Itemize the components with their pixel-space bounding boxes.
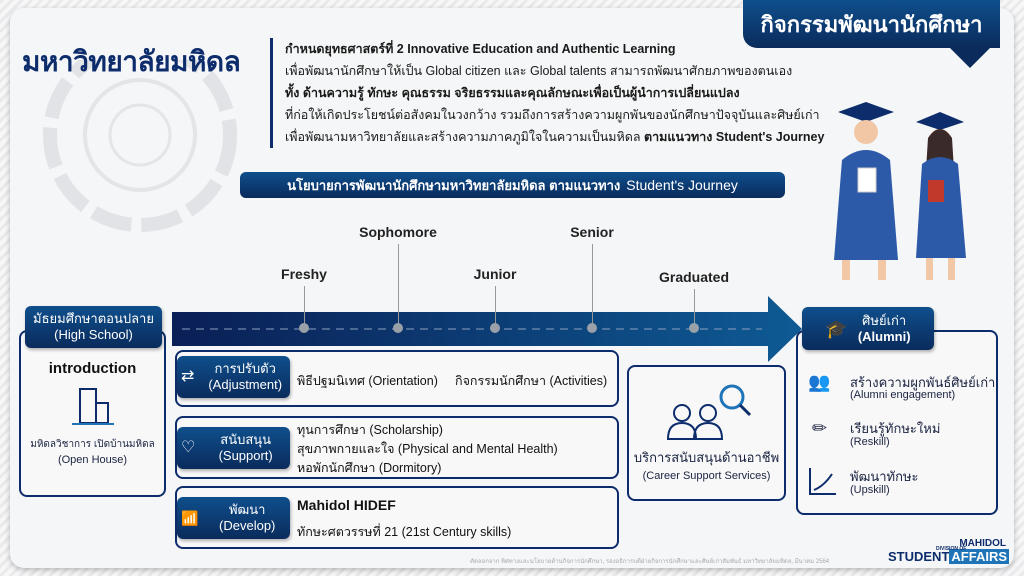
tab-english: (Adjustment) (208, 377, 283, 392)
stage-dot (689, 323, 699, 333)
graduation-cap-icon: 🎓 (825, 318, 848, 339)
develop-tab: 📶 พัฒนา(Develop) (177, 497, 290, 539)
tab-thai: มัธยมศึกษาตอนปลาย (33, 311, 154, 326)
divider (270, 38, 273, 148)
intro-line: เพื่อพัฒนานักศึกษาให้เป็น Global citizen… (285, 64, 793, 78)
row-item: ทุนการศึกษา (Scholarship) (297, 423, 443, 437)
intro-text: กำหนดยุทธศาสตร์ที่ 2 Innovative Educatio… (285, 38, 824, 148)
alumni-item-thai: สร้างความผูกพันธ์ศิษย์เก่า (850, 375, 996, 390)
graduates-illustration (834, 102, 966, 280)
source-footnote: คัดลอกจาก ทิศทางและนโยบายด้านกิจการนักศึ… (470, 559, 830, 565)
highschool-heading: introduction (48, 360, 137, 377)
stage-dot (299, 323, 309, 333)
row-item: Mahidol HIDEF (297, 497, 396, 513)
career-english: (Career Support Services) (642, 470, 771, 482)
stage-connector (592, 244, 593, 328)
building-icon (71, 388, 114, 425)
stage-connector (304, 286, 305, 328)
stage-dot (490, 323, 500, 333)
intro-line: ที่ก่อให้เกิดประโยชน์ต่อสังคมในวงกว้าง ร… (285, 108, 820, 122)
alumni-item-thai: พัฒนาทักษะ (850, 469, 919, 484)
tab-thai: การปรับตัว (214, 361, 276, 376)
intro-bold: ด้านความรู้ ทักษะ คุณธรรม จริยธรรมและคุณ… (302, 86, 740, 100)
stage-junior: Junior (473, 266, 517, 282)
tech-circle-decoration (43, 60, 237, 232)
cycle-arrows-icon: ⇄ (181, 368, 195, 385)
upward-trend-icon (809, 468, 836, 495)
alumni-item-thai: เรียนรู้ทักษะใหม่ (850, 421, 941, 436)
stage-connector (398, 244, 399, 328)
journey-arrow (172, 296, 802, 362)
title-pointer (950, 48, 990, 68)
row-item: พิธีปฐมนิเทศ (Orientation) (297, 374, 438, 388)
openhouse-english: (Open House) (57, 454, 128, 466)
tab-english: (Develop) (219, 518, 276, 533)
banner-english: Student's Journey (626, 177, 738, 193)
tab-english: (High School) (54, 327, 133, 342)
university-logo: มหาวิทยาลัยมหิดล (22, 46, 241, 77)
highschool-box: introduction มหิดลวิชาการ เปิดบ้านมหิดล … (19, 330, 166, 497)
adjustment-tab: ⇄ การปรับตัว(Adjustment) (177, 356, 290, 398)
heart-hand-icon: ♡ (181, 439, 196, 456)
brand-top: MAHIDOL (959, 538, 1006, 549)
row-item: กิจกรรมนักศึกษา (Activities) (455, 374, 608, 388)
tab-english: (Alumni) (857, 328, 911, 344)
career-search-icon (666, 384, 751, 440)
alumni-tab: 🎓 ศิษย์เก่า(Alumni) (802, 307, 934, 350)
support-tab: ♡ สนับสนุน(Support) (177, 427, 290, 469)
brand-division: DIVISION OF (936, 546, 967, 552)
stage-sophomore: Sophomore (359, 224, 437, 240)
tab-thai: พัฒนา (228, 502, 266, 517)
stage-senior: Senior (570, 224, 614, 240)
intro-line: เพื่อพัฒนามหาวิทยาลัยและสร้างความภาคภูมิ… (285, 130, 645, 144)
policy-banner: นโยบายการพัฒนานักศึกษามหาวิทยาลัยมหิดล ต… (240, 172, 785, 198)
people-group-icon: 👥 (808, 372, 831, 392)
stage-dot (587, 323, 597, 333)
support-items: ทุนการศึกษา (Scholarship) สุขภาพกายและใจ… (297, 421, 558, 478)
stage-freshy: Freshy (281, 266, 327, 282)
career-thai: บริการสนับสนุนด้านอาชีพ (633, 450, 780, 465)
stage-graduated: Graduated (658, 269, 730, 285)
banner-thai: นโยบายการพัฒนานักศึกษามหาวิทยาลัยมหิดล ต… (287, 177, 621, 193)
brand-word2: AFFAIRS (949, 549, 1010, 564)
row-item: หอพักนักศึกษา (Dormitory) (297, 461, 442, 475)
strategy-title: กำหนดยุทธศาสตร์ที่ 2 Innovative Educatio… (285, 42, 676, 56)
pencil-cup-icon: ✏ (812, 418, 828, 438)
row-item: สุขภาพกายและใจ (Physical and Mental Heal… (297, 442, 558, 456)
highschool-tab: มัธยมศึกษาตอนปลาย(High School) (25, 306, 162, 348)
brand-word1: STUDENT (888, 549, 950, 564)
stage-dot (393, 323, 403, 333)
career-box: บริการสนับสนุนด้านอาชีพ (Career Support … (627, 365, 786, 501)
tab-thai: สนับสนุน (220, 432, 272, 447)
alumni-item-english: (Upskill) (850, 484, 890, 496)
page-title: กิจกรรมพัฒนานักศึกษา (743, 0, 1000, 48)
alumni-item-english: (Reskill) (850, 436, 890, 448)
tab-english: (Support) (218, 448, 273, 463)
intro-prefix: ทั้ง (285, 86, 303, 100)
alumni-item-english: (Alumni engagement) (850, 389, 956, 401)
openhouse-thai: มหิดลวิชาการ เปิดบ้านมหิดล (30, 439, 155, 450)
growth-chart-icon: 📶 (181, 510, 199, 526)
tab-thai: ศิษย์เก่า (862, 312, 907, 328)
intro-bold: ตามแนวทาง Student's Journey (644, 130, 825, 144)
row-item: ทักษะศตวรรษที่ 21 (21st Century skills) (297, 525, 512, 539)
stage-connector (495, 286, 496, 328)
stage-connector (694, 289, 695, 328)
